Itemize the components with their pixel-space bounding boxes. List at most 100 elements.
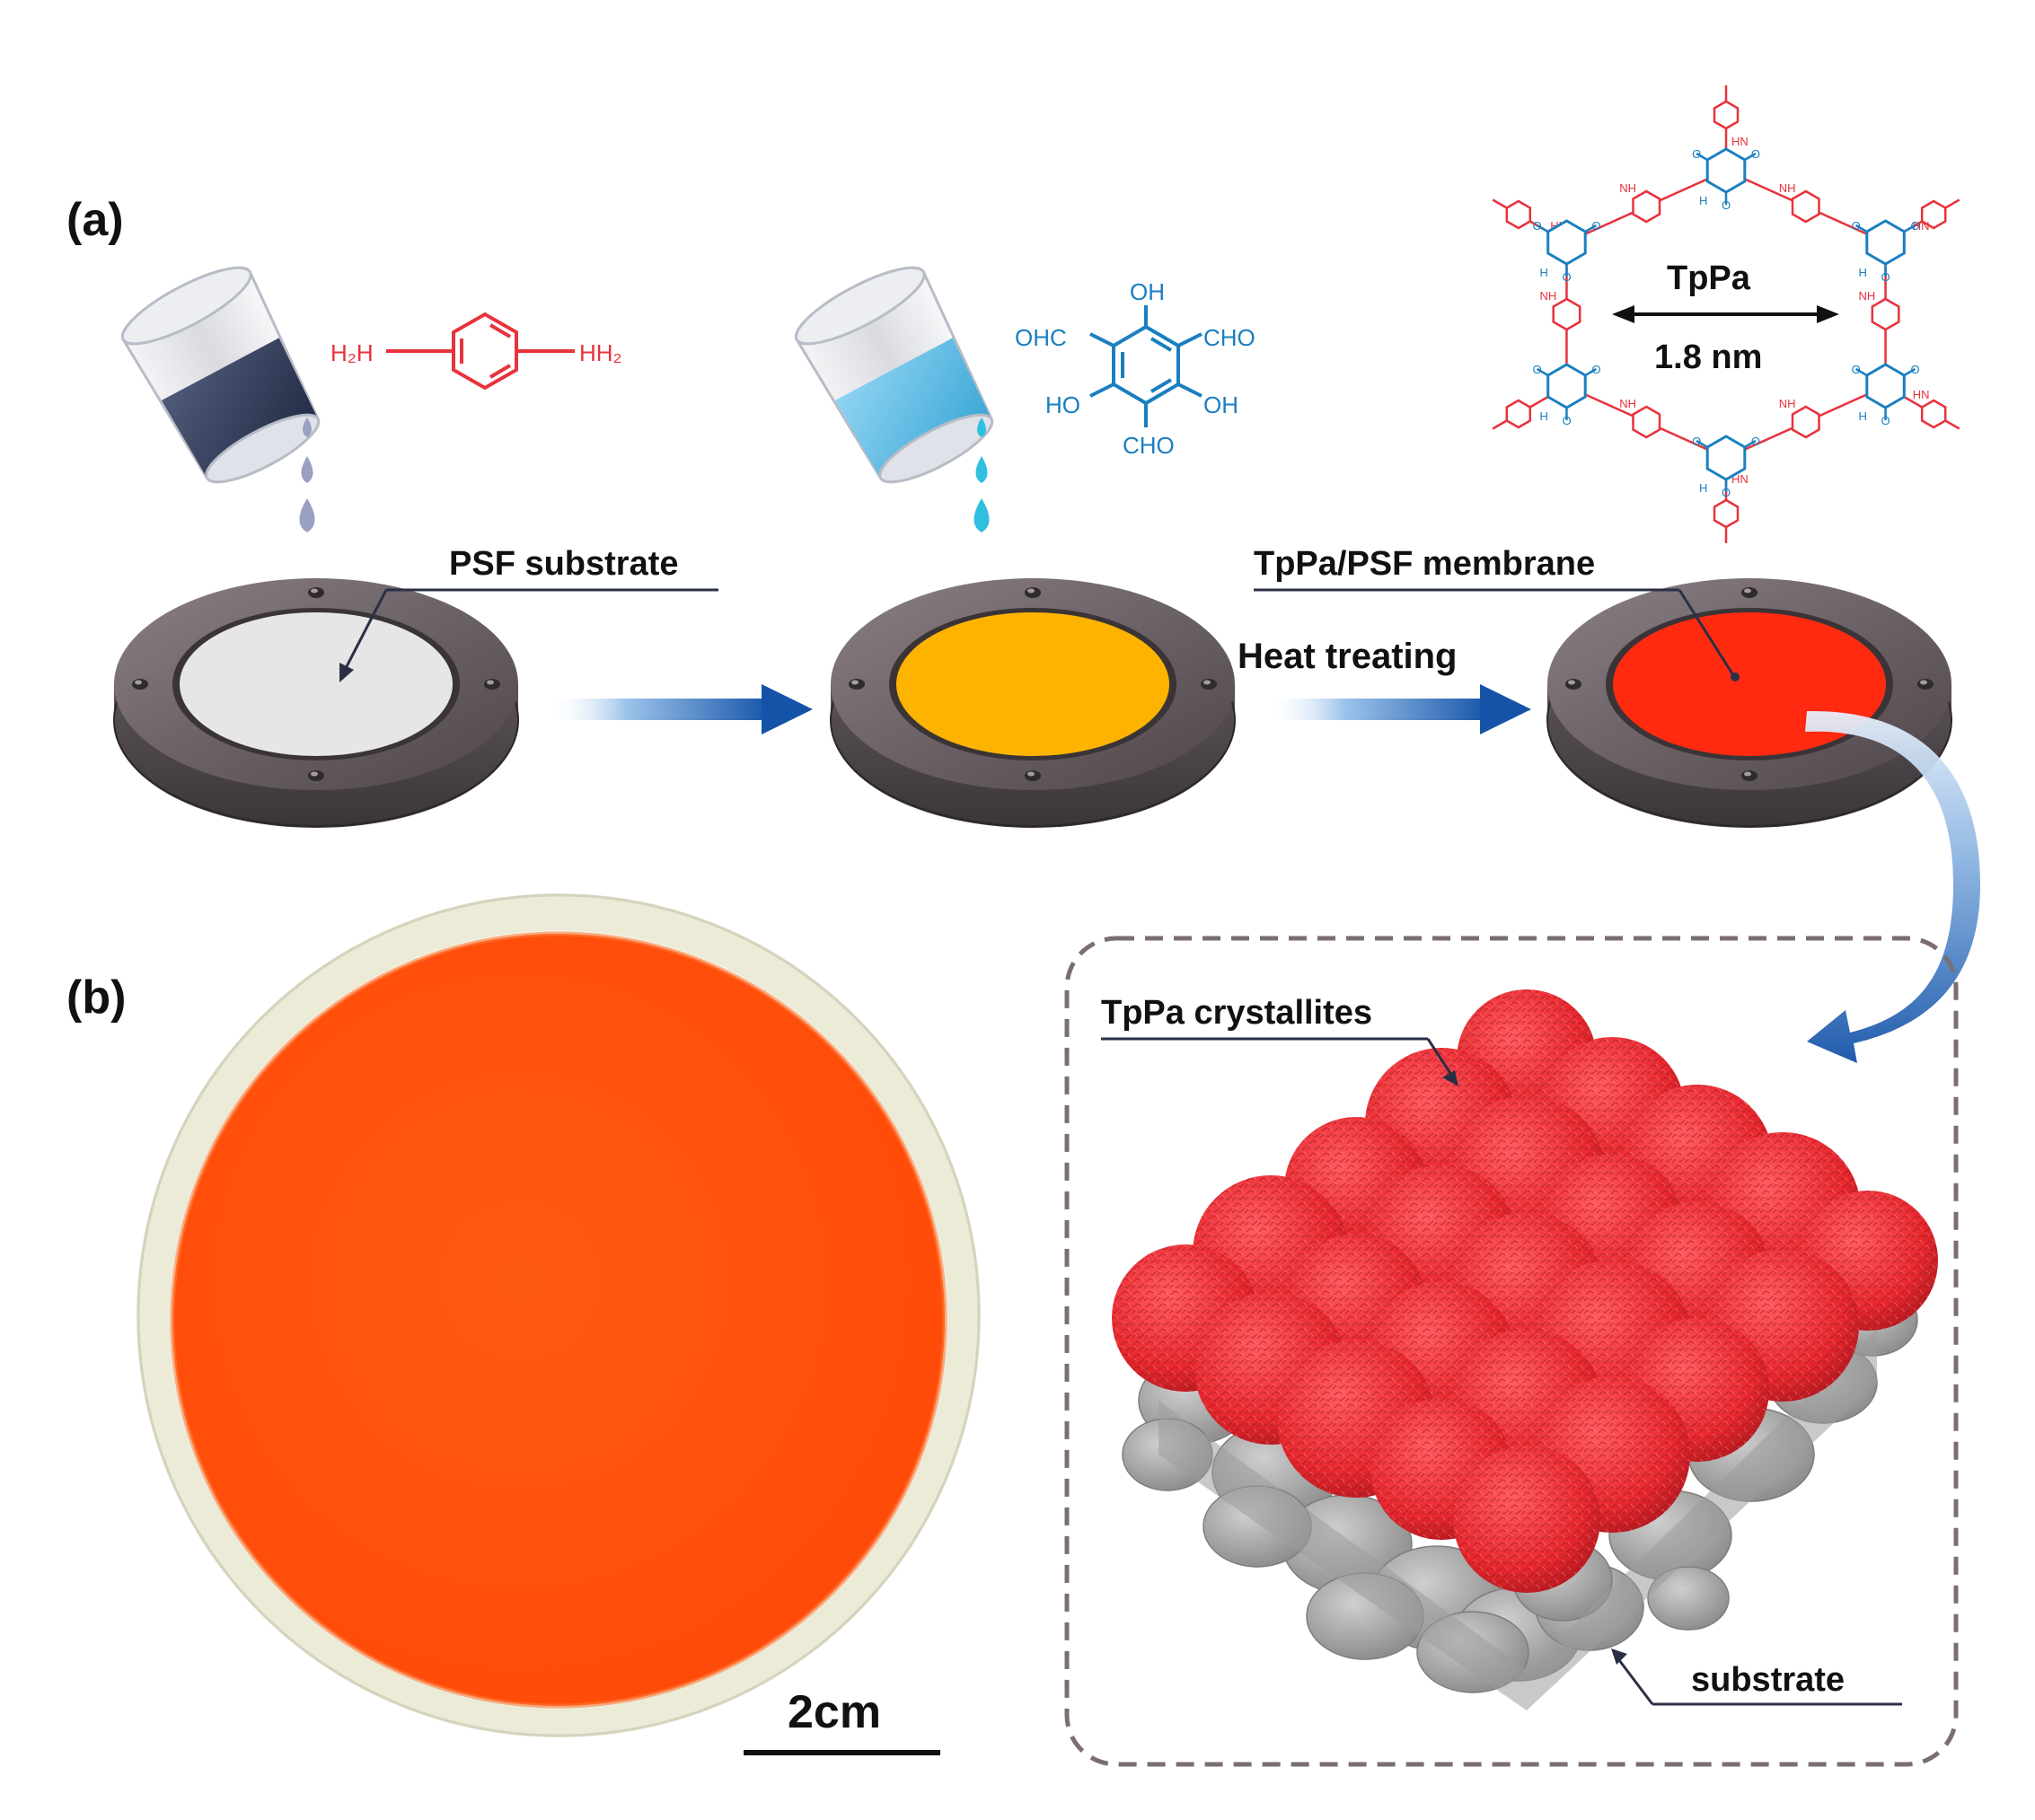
- h-label: H: [1539, 409, 1547, 423]
- screw-highlight: [1203, 680, 1211, 685]
- screw-highlight: [311, 588, 318, 593]
- hn-label: HN: [1731, 472, 1749, 486]
- screw-highlight: [135, 680, 142, 685]
- psf-leader-arrow: [341, 589, 388, 674]
- carbonyl-bond: [1744, 439, 1757, 449]
- process-arrow-1-shaft: [548, 699, 772, 720]
- substrate-blob: [1647, 1566, 1730, 1631]
- carbonyl-bond: [1536, 224, 1549, 233]
- o-label: O: [1692, 435, 1701, 448]
- hn-label: HN: [1731, 135, 1749, 148]
- panel-label-a: (a): [66, 194, 124, 246]
- psf-leader-arrow-head: [339, 663, 354, 682]
- membrane-photo: [137, 893, 981, 1737]
- benzene-ring: [1791, 405, 1820, 439]
- pore-arrow-head-left: [1612, 305, 1634, 323]
- tppa-crystallites: [1112, 989, 1938, 1593]
- carbonyl-bond: [1855, 367, 1868, 377]
- screw-highlight: [1744, 771, 1751, 777]
- membrane-disc: [1613, 612, 1886, 756]
- o-label: O: [1591, 363, 1600, 376]
- core-ring: [1865, 219, 1906, 266]
- aldehyde-molecule: [1089, 305, 1202, 427]
- pore-arrow-head-right: [1817, 305, 1839, 323]
- tppa-crystallites-label: TpPa crystallites: [1101, 994, 1372, 1032]
- benzene-ring-out: [1713, 498, 1740, 529]
- o-label: O: [1692, 147, 1701, 161]
- o-label: O: [1910, 363, 1919, 376]
- substrate-leader-head: [1611, 1649, 1627, 1665]
- benzene-ring-out: [1920, 199, 1947, 230]
- tppa-framework: NHNHNHNHNHNHHNHNHNHNHNHNOOOHOOOHOOOHOOOH…: [1492, 85, 1960, 543]
- scale-bar-label: 2cm: [788, 1686, 881, 1738]
- o-label: O: [1562, 414, 1571, 427]
- screw-highlight: [1027, 588, 1035, 593]
- aldehyde-cho-bottom: CHO: [1123, 432, 1175, 459]
- carbonyl-bond: [1696, 439, 1708, 449]
- core-ring: [1705, 147, 1747, 194]
- nh-label: NH: [1779, 397, 1796, 410]
- carbonyl-bond: [1696, 152, 1708, 162]
- benzene-ring: [1552, 297, 1581, 331]
- benzene-ring: [1791, 189, 1820, 224]
- o-label: O: [1533, 219, 1542, 233]
- tppa-psf-membrane-label: TpPa/PSF membrane: [1254, 545, 1595, 583]
- h-label: H: [1859, 409, 1867, 423]
- psf-substrate-disc: [180, 612, 453, 756]
- nh-label: NH: [1619, 181, 1636, 195]
- carbonyl-bond: [1584, 224, 1597, 233]
- carbonyl-bond: [1903, 224, 1916, 233]
- benzene-ring: [1871, 297, 1900, 331]
- o-label: O: [1910, 219, 1919, 233]
- diamine-left-group: H₂H: [330, 339, 374, 366]
- core-ring: [1546, 219, 1587, 266]
- core-ring: [1546, 363, 1587, 409]
- o-label: O: [1722, 486, 1731, 499]
- crystallites-leader-diag: [1426, 1038, 1455, 1078]
- benzene-ring: [1632, 189, 1661, 224]
- hn-label: HN: [1913, 388, 1930, 401]
- screw-highlight: [851, 680, 859, 685]
- beaker-dark-icon: [120, 266, 321, 484]
- o-label: O: [1591, 219, 1600, 233]
- diamine-right-group: HH₂: [579, 339, 622, 366]
- pore-size-label: 1.8 nm: [1654, 339, 1762, 376]
- benzene-ring-out: [1505, 399, 1532, 429]
- beaker-blue-icon: [794, 266, 994, 484]
- aldehyde-ho-left: HO: [1045, 391, 1080, 418]
- benzene-ring-out: [1713, 100, 1740, 130]
- h-label: H: [1859, 266, 1867, 279]
- intermediate-disc: [896, 612, 1169, 756]
- aldehyde-cho-right: CHO: [1203, 324, 1255, 351]
- aldehyde-oh-right: OH: [1203, 391, 1238, 418]
- zoom-curve-arrow: [1805, 710, 1980, 1063]
- droplets-dark-icon: [299, 418, 315, 532]
- benzene-ring-out: [1920, 399, 1947, 429]
- screw-highlight: [1568, 680, 1575, 685]
- aldehyde-cho-left: OHC: [1015, 324, 1067, 351]
- process-arrow-2-shaft: [1266, 699, 1491, 720]
- o-label: O: [1533, 363, 1542, 376]
- tppa-label: TpPa: [1667, 259, 1751, 297]
- core-ring: [1865, 363, 1906, 409]
- screw-highlight: [487, 680, 494, 685]
- hn-label: HN: [1913, 219, 1930, 233]
- screw-highlight: [1027, 771, 1035, 777]
- membrane-leader-dot: [1731, 673, 1740, 681]
- h-label: H: [1699, 481, 1707, 495]
- membrane-leader-diag: [1678, 589, 1735, 676]
- benzene-ring-out: [1505, 199, 1532, 230]
- process-arrow-1-head: [762, 684, 813, 734]
- carbonyl-bond: [1855, 224, 1868, 233]
- carbonyl-bond: [1903, 367, 1916, 377]
- aldehyde-oh-top: OH: [1130, 278, 1165, 305]
- diamine-molecule: [386, 312, 575, 391]
- o-label: O: [1562, 270, 1571, 284]
- screw-highlight: [311, 771, 318, 777]
- crystallites-leader-head: [1442, 1070, 1458, 1086]
- o-label: O: [1751, 435, 1760, 448]
- droplets-blue-icon: [973, 418, 990, 532]
- o-label: O: [1881, 270, 1890, 284]
- heat-treating-label: Heat treating: [1238, 637, 1458, 676]
